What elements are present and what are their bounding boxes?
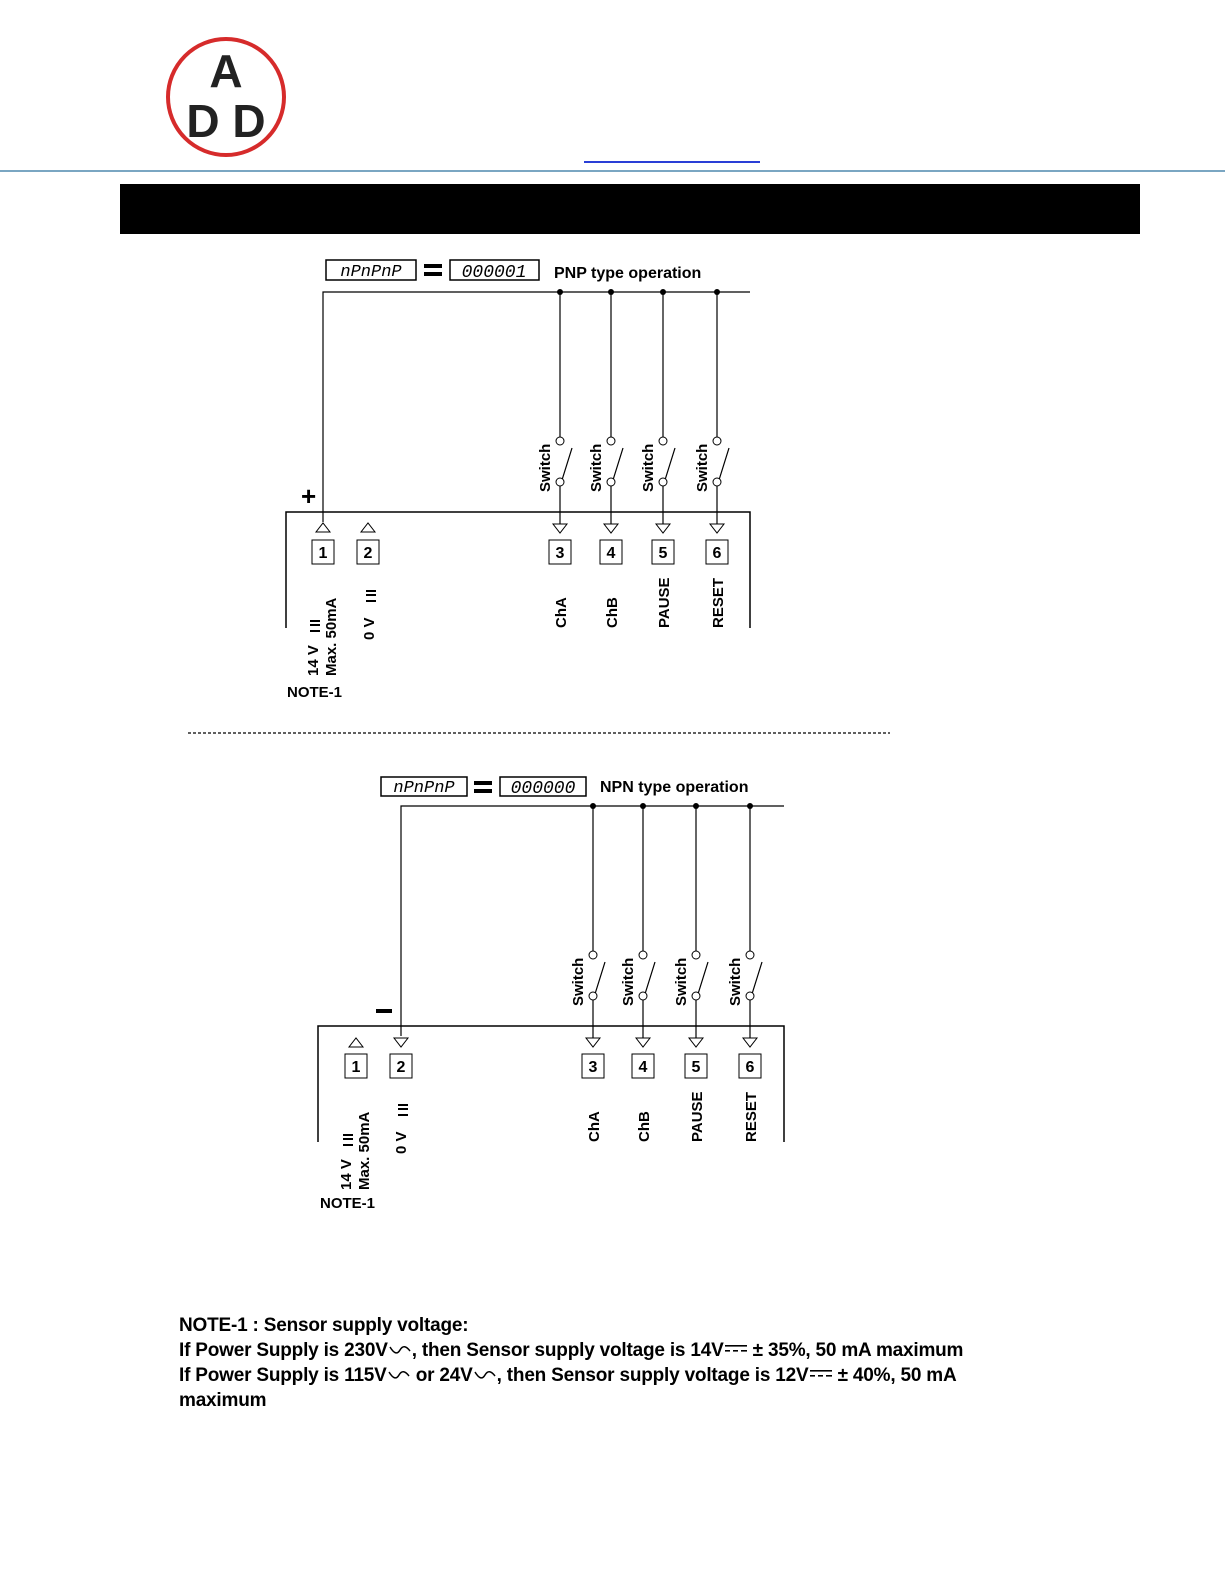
- svg-text:Switch: Switch: [727, 958, 744, 1006]
- npn-label-1: 14 V: [338, 1159, 355, 1190]
- pnp-terminal-2: 2: [364, 545, 373, 562]
- svg-text:Switch: Switch: [537, 444, 554, 492]
- pnp-display-left: nPnPnP: [340, 263, 402, 282]
- npn-switch-6: Switch: [727, 803, 763, 1038]
- npn-label-2: 0 V: [393, 1131, 410, 1154]
- note-heading: NOTE-1 : Sensor supply voltage:: [179, 1315, 469, 1336]
- pnp-terminal-1: 1: [319, 545, 328, 562]
- npn-sublabel-1: Max. 50mA: [356, 1111, 373, 1190]
- pnp-sublabel-1: Max. 50mA: [323, 597, 340, 676]
- npn-terminal-3: 3: [589, 1059, 598, 1076]
- npn-wiring-diagram: nPnPnP 000000 NPN type operation – Switc…: [317, 776, 785, 1212]
- npn-terminal-6: 6: [746, 1059, 755, 1076]
- npn-device-outline: [317, 1025, 785, 1142]
- npn-polarity-mark: [376, 1009, 392, 1013]
- npn-terminal-2: 2: [397, 1059, 406, 1076]
- npn-terminal-4: 4: [639, 1059, 648, 1076]
- pnp-label-3: ChA: [553, 597, 570, 628]
- pnp-display-left-box: [325, 259, 417, 281]
- header-divider: [0, 170, 1225, 172]
- pnp-terminal-5: 5: [659, 545, 668, 562]
- svg-text:Switch: Switch: [640, 444, 657, 492]
- note-line-1: If Power Supply is 230V, then Sensor sup…: [179, 1340, 964, 1361]
- ac-icon: [388, 1370, 410, 1379]
- section-banner: [120, 184, 1140, 234]
- pnp-terminal-6: 6: [713, 545, 722, 562]
- npn-switch-5: Switch: [673, 803, 709, 1038]
- pnp-label-5: PAUSE: [656, 577, 673, 628]
- svg-text:Switch: Switch: [620, 958, 637, 1006]
- pnp-switch-6: Switch: [694, 289, 730, 524]
- npn-label-5: PAUSE: [689, 1091, 706, 1142]
- svg-text:Switch: Switch: [570, 958, 587, 1006]
- npn-display-right-box: [499, 776, 587, 797]
- pnp-device-outline: [285, 511, 751, 628]
- npn-switch-4: Switch: [620, 803, 656, 1038]
- svg-text:Switch: Switch: [673, 958, 690, 1006]
- pnp-display-right-box: [449, 259, 540, 281]
- npn-display-left-box: [380, 776, 468, 797]
- ac-icon: [473, 1370, 496, 1379]
- note-line-3: maximum: [179, 1390, 267, 1411]
- svg-text:Switch: Switch: [588, 444, 605, 492]
- npn-title: NPN type operation: [600, 779, 748, 796]
- npn-display-right: 000000: [511, 779, 576, 799]
- pnp-label-6: RESET: [710, 578, 727, 628]
- logo-letter-top: A: [209, 45, 242, 97]
- npn-label-4: ChB: [636, 1111, 653, 1142]
- logo-letters-bottom: D D: [186, 95, 265, 147]
- pnp-switch-5: Switch: [640, 289, 676, 524]
- note-block: NOTE-1 : Sensor supply voltage: If Power…: [179, 1313, 1079, 1413]
- npn-terminal-1: 1: [352, 1059, 361, 1076]
- pnp-note-ref: NOTE-1: [287, 684, 342, 701]
- pnp-switch-4: Switch: [588, 289, 624, 524]
- ac-icon: [389, 1345, 411, 1354]
- pnp-terminal-4: 4: [607, 545, 616, 562]
- pnp-polarity: +: [301, 481, 316, 511]
- pnp-label-4: ChB: [604, 597, 621, 628]
- npn-display-left: nPnPnP: [393, 779, 455, 798]
- dc-icon: [724, 1344, 747, 1352]
- pnp-title: PNP type operation: [554, 265, 701, 282]
- npn-terminal-5: 5: [692, 1059, 701, 1076]
- header-link-underline[interactable]: [584, 161, 760, 163]
- pnp-switch-3: Switch: [537, 289, 573, 524]
- svg-text:Switch: Switch: [694, 444, 711, 492]
- note-line-2: If Power Supply is 115V or 24V, then Sen…: [179, 1365, 957, 1386]
- pnp-label-1: 14 V: [305, 645, 322, 676]
- pnp-label-2: 0 V: [361, 617, 378, 640]
- npn-label-3: ChA: [586, 1111, 603, 1142]
- dc-icon: [809, 1369, 832, 1377]
- npn-label-6: RESET: [743, 1092, 760, 1142]
- pnp-display-right: 000001: [462, 263, 527, 283]
- npn-switch-3: Switch: [570, 803, 606, 1038]
- npn-note-ref: NOTE-1: [320, 1195, 375, 1212]
- add-logo: A D D: [166, 37, 286, 157]
- pnp-wiring-diagram: nPnPnP 000001 PNP type operation + Switc…: [188, 259, 890, 734]
- pnp-terminal-3: 3: [556, 545, 565, 562]
